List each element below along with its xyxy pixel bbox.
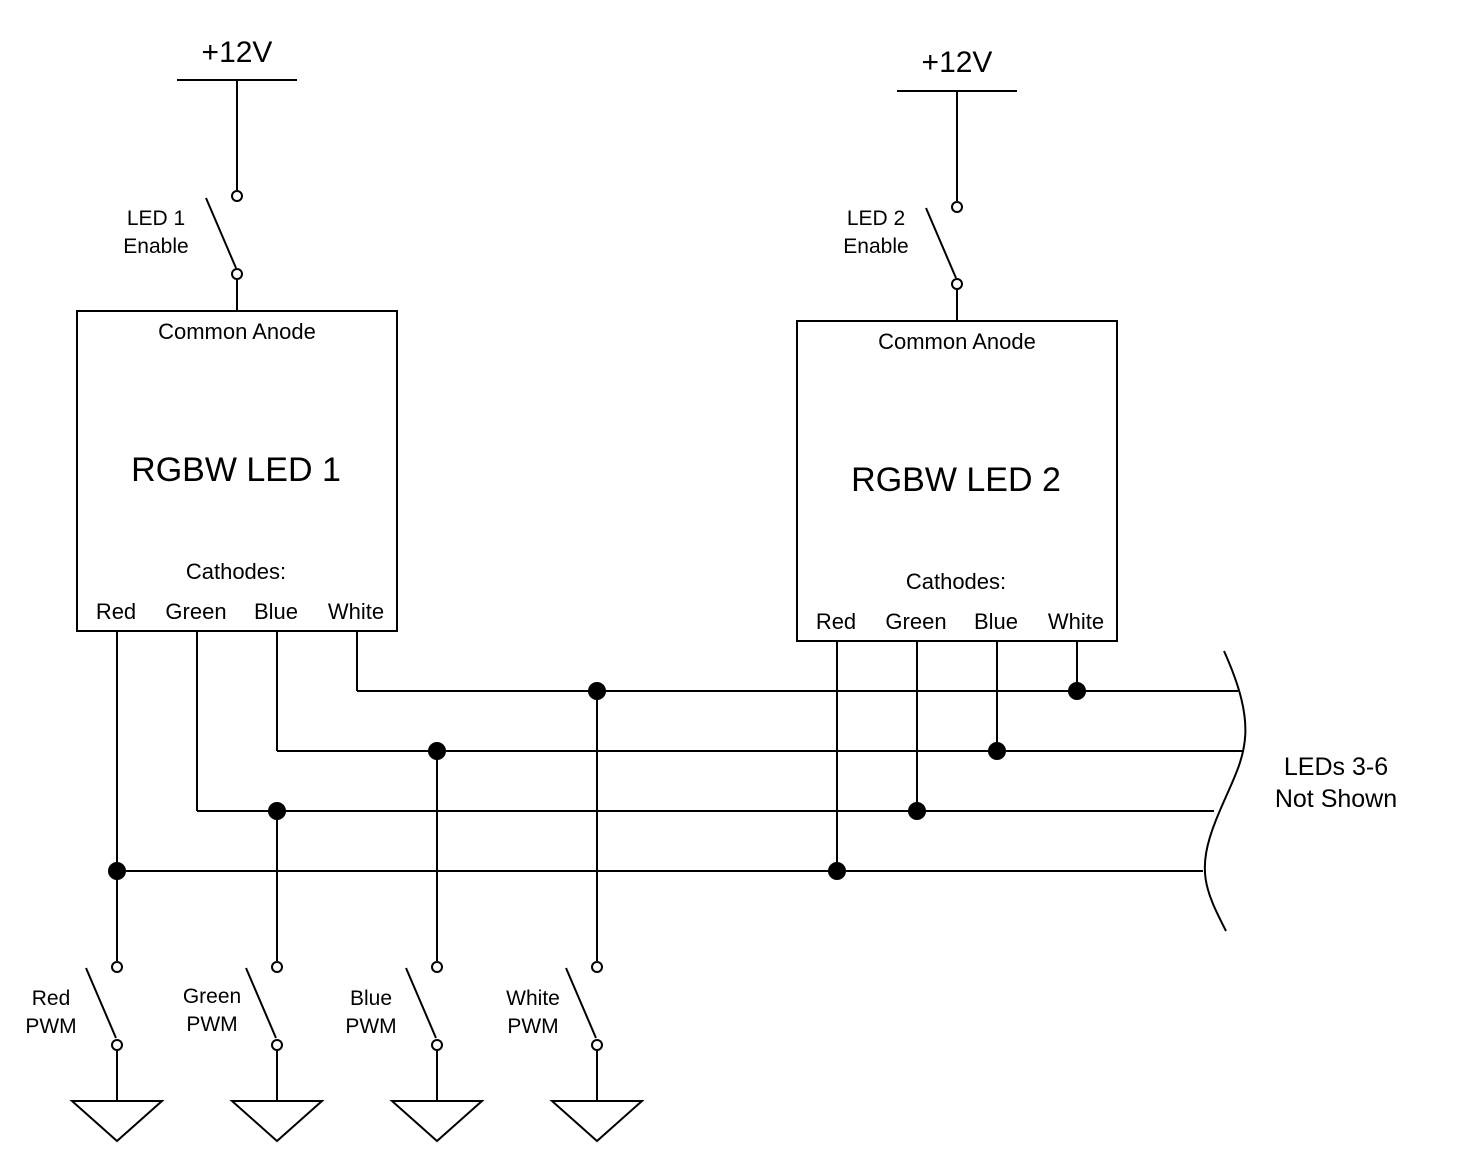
led1-block: Common Anode RGBW LED 1 Cathodes: Red Gr… — [76, 310, 398, 632]
pwm-blue-label-line2: PWM — [345, 1015, 396, 1038]
cathode-bus — [108, 631, 1244, 961]
pwm-switch-blue[interactable] — [389, 961, 485, 1143]
ground-icon — [229, 1100, 325, 1143]
switch-contact — [111, 961, 123, 973]
pwm-switch-red[interactable] — [69, 961, 165, 1143]
ground-icon — [389, 1100, 485, 1143]
junction-dot — [1068, 682, 1086, 700]
pwm-blue-label-line1: Blue — [350, 987, 392, 1010]
led1-pin-green: Green — [165, 599, 226, 624]
continuation-note-line2: Not Shown — [1275, 785, 1397, 813]
switch-contact — [431, 1039, 443, 1051]
switch-contact — [591, 1039, 603, 1051]
led2-pin-blue: Blue — [974, 609, 1018, 634]
led2-supply: +12V — [897, 46, 1017, 201]
switch-contact — [111, 1039, 123, 1051]
junction-dot — [828, 862, 846, 880]
break-line — [1203, 650, 1247, 932]
pwm-switch-white[interactable] — [549, 961, 645, 1143]
junction-dot — [588, 682, 606, 700]
switch-contact — [951, 201, 963, 213]
led2-pin-green: Green — [885, 609, 946, 634]
led2-anode-label: Common Anode — [878, 329, 1036, 354]
switch-contact — [231, 268, 243, 280]
pwm-white-label-line1: White — [506, 987, 560, 1010]
ground-icon — [69, 1100, 165, 1143]
led2-cathodes-label: Cathodes: — [906, 569, 1006, 594]
led1-pin-blue: Blue — [254, 599, 298, 624]
led2-pin-white: White — [1048, 609, 1104, 634]
pwm-red-label-line2: PWM — [25, 1015, 76, 1038]
led1-enable-label-line2: Enable — [123, 235, 188, 258]
supply-label-1: +12V — [202, 36, 273, 69]
led2-enable-label-line2: Enable — [843, 235, 908, 258]
junction-dot — [428, 742, 446, 760]
switch-contact — [271, 961, 283, 973]
supply-label-2: +12V — [922, 46, 993, 79]
led1-pin-red: Red — [96, 599, 136, 624]
junction-dot — [908, 802, 926, 820]
pwm-white-label-line2: PWM — [507, 1015, 558, 1038]
led2-enable-switch[interactable] — [925, 201, 963, 321]
led2-pin-red: Red — [816, 609, 856, 634]
led1-cathodes-label: Cathodes: — [186, 559, 286, 584]
pwm-green-label-line1: Green — [183, 985, 241, 1008]
continuation-note-line1: LEDs 3-6 — [1284, 753, 1388, 781]
switch-contact — [591, 961, 603, 973]
led1-title: RGBW LED 1 — [131, 451, 341, 489]
switch-contact — [431, 961, 443, 973]
led2-title: RGBW LED 2 — [851, 461, 1061, 499]
led2-block: Common Anode RGBW LED 2 Cathodes: Red Gr… — [796, 320, 1118, 642]
junction-dot — [108, 862, 126, 880]
ground-icon — [549, 1100, 645, 1143]
pwm-red-label-line1: Red — [32, 987, 71, 1010]
pwm-green-label-line2: PWM — [186, 1013, 237, 1036]
switch-contact — [231, 190, 243, 202]
switch-contact — [271, 1039, 283, 1051]
pwm-switch-green[interactable] — [229, 961, 325, 1143]
led1-supply: +12V — [177, 36, 297, 190]
junction-dot — [268, 802, 286, 820]
led1-pin-white: White — [328, 599, 384, 624]
led1-anode-label: Common Anode — [158, 319, 316, 344]
junction-dot — [988, 742, 1006, 760]
switch-contact — [951, 278, 963, 290]
led1-enable-switch[interactable] — [205, 190, 243, 311]
led1-enable-label-line1: LED 1 — [127, 207, 185, 230]
led2-enable-label-line1: LED 2 — [847, 207, 905, 230]
